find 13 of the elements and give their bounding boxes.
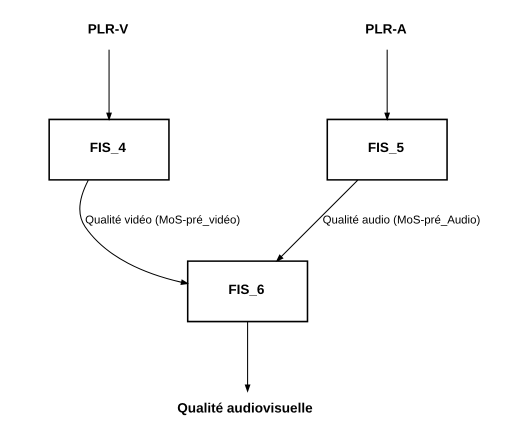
- node-text: PLR-A: [365, 21, 407, 36]
- arrow: [79, 180, 190, 285]
- node-box: FIS_6: [186, 260, 308, 322]
- node-text: PLR-V: [88, 21, 128, 36]
- arrow: [106, 50, 112, 121]
- arrow: [244, 322, 251, 393]
- node-box: FIS_5: [326, 118, 448, 181]
- edge-label: Qualité vidéo (MoS-pré_vidéo): [85, 214, 240, 226]
- edge-label: Qualité audio (MoS-pré_Audio): [322, 214, 480, 226]
- node-box: FIS_4: [48, 118, 170, 181]
- arrow: [384, 50, 390, 121]
- arrow: [276, 180, 358, 262]
- node-text: Qualité audiovisuelle: [177, 400, 313, 416]
